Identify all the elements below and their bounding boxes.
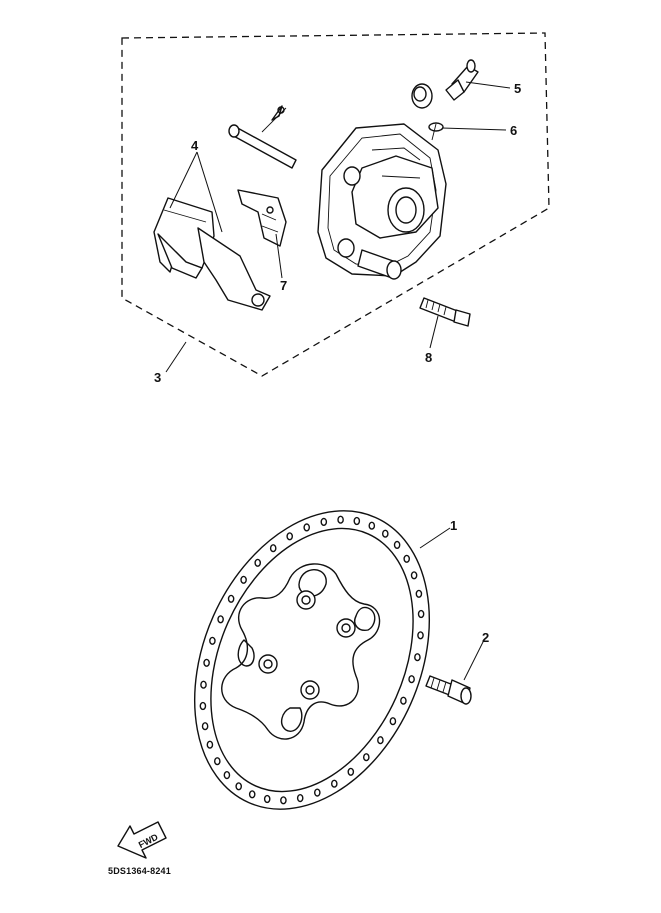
disc-hole bbox=[368, 521, 376, 530]
reference-code: 5DS1364-8241 bbox=[108, 866, 171, 876]
callout-1: 1 bbox=[450, 518, 457, 533]
disc-hole bbox=[217, 615, 224, 624]
disc-hole bbox=[269, 544, 277, 553]
disc-hole bbox=[362, 753, 370, 762]
caliper-body bbox=[317, 123, 447, 277]
callout-2: 2 bbox=[482, 630, 489, 645]
disc-hole bbox=[347, 767, 355, 776]
disc-hole bbox=[213, 757, 221, 766]
disc-carrier bbox=[221, 563, 381, 740]
bleed-washer bbox=[428, 122, 444, 141]
disc-hole bbox=[303, 523, 311, 532]
disc-hole bbox=[248, 790, 256, 799]
pad-pin bbox=[228, 105, 297, 169]
disc-hole bbox=[337, 515, 344, 524]
disc-hole bbox=[201, 722, 209, 731]
disc-hole bbox=[417, 609, 425, 619]
slide-pin bbox=[357, 249, 402, 280]
brake-pad-inner bbox=[153, 197, 215, 279]
disc-hole bbox=[240, 575, 247, 584]
brake-pad-outer bbox=[197, 227, 271, 311]
disc-hole bbox=[393, 540, 401, 550]
leader-lines bbox=[165, 81, 511, 681]
disc-hole bbox=[235, 782, 242, 791]
disc-hole bbox=[320, 517, 328, 527]
callout-3: 3 bbox=[154, 370, 161, 385]
disc-hole bbox=[254, 558, 262, 567]
disc-bolt bbox=[425, 675, 472, 705]
caliper-bolt bbox=[419, 297, 471, 327]
bleed-screw-cap bbox=[411, 83, 433, 109]
caliper-assembly-boundary bbox=[121, 32, 550, 377]
fwd-arrow-icon: FWD bbox=[117, 821, 167, 859]
disc-hole bbox=[227, 594, 235, 603]
disc-hole bbox=[223, 770, 231, 780]
disc-hole bbox=[206, 740, 214, 749]
disc-hole bbox=[400, 696, 407, 705]
brake-disc bbox=[193, 510, 431, 810]
disc-hole bbox=[280, 796, 287, 805]
callout-6: 6 bbox=[510, 123, 517, 138]
disc-hole bbox=[414, 653, 421, 662]
bleed-screw bbox=[445, 59, 479, 101]
disc-hole bbox=[381, 529, 389, 538]
disc-hole bbox=[410, 571, 418, 580]
disc-hole bbox=[417, 631, 424, 640]
disc-hole bbox=[353, 516, 361, 526]
disc-hole bbox=[330, 779, 338, 788]
disc-holes bbox=[199, 515, 425, 805]
disc-hole bbox=[403, 554, 411, 563]
disc-hole bbox=[377, 736, 384, 745]
disc-hole bbox=[203, 658, 210, 667]
disc-hole bbox=[313, 788, 321, 797]
disc-hole bbox=[415, 589, 423, 598]
disc-hole bbox=[389, 717, 397, 726]
disc-hole bbox=[209, 636, 216, 645]
callout-7: 7 bbox=[280, 278, 287, 293]
callout-5: 5 bbox=[514, 81, 521, 96]
disc-hole bbox=[286, 532, 294, 541]
disc-hole bbox=[408, 675, 415, 684]
disc-hole bbox=[263, 794, 271, 804]
disc-hole bbox=[296, 793, 304, 803]
disc-hole bbox=[199, 701, 207, 711]
callout-4: 4 bbox=[191, 138, 199, 153]
callout-8: 8 bbox=[425, 350, 432, 365]
pad-spring bbox=[237, 189, 287, 247]
disc-hole bbox=[200, 680, 207, 689]
